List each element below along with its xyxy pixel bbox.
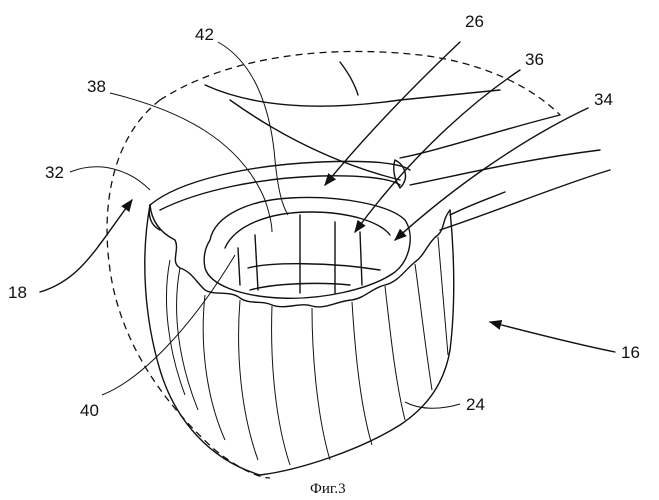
label-24: 24: [466, 395, 485, 414]
reference-labels: 42 38 32 18 40 26 36 34 16 24: [8, 12, 640, 420]
leader-lines: [70, 42, 460, 408]
arrow-16: [490, 322, 615, 352]
arrow-36: [355, 70, 520, 232]
label-16: 16: [621, 343, 640, 362]
arrow-18: [40, 200, 132, 292]
label-38: 38: [87, 77, 106, 96]
label-32: 32: [45, 163, 64, 182]
label-34: 34: [594, 90, 613, 109]
fluted-body: [145, 205, 454, 475]
label-26: 26: [465, 12, 484, 31]
arrow-34: [395, 108, 588, 240]
blade-body: [205, 62, 610, 230]
figure-caption: Фиг.3: [310, 481, 346, 497]
label-18: 18: [8, 283, 27, 302]
label-40: 40: [80, 401, 99, 420]
socket-recess: [204, 197, 410, 298]
label-42: 42: [195, 25, 214, 44]
label-36: 36: [525, 50, 544, 69]
